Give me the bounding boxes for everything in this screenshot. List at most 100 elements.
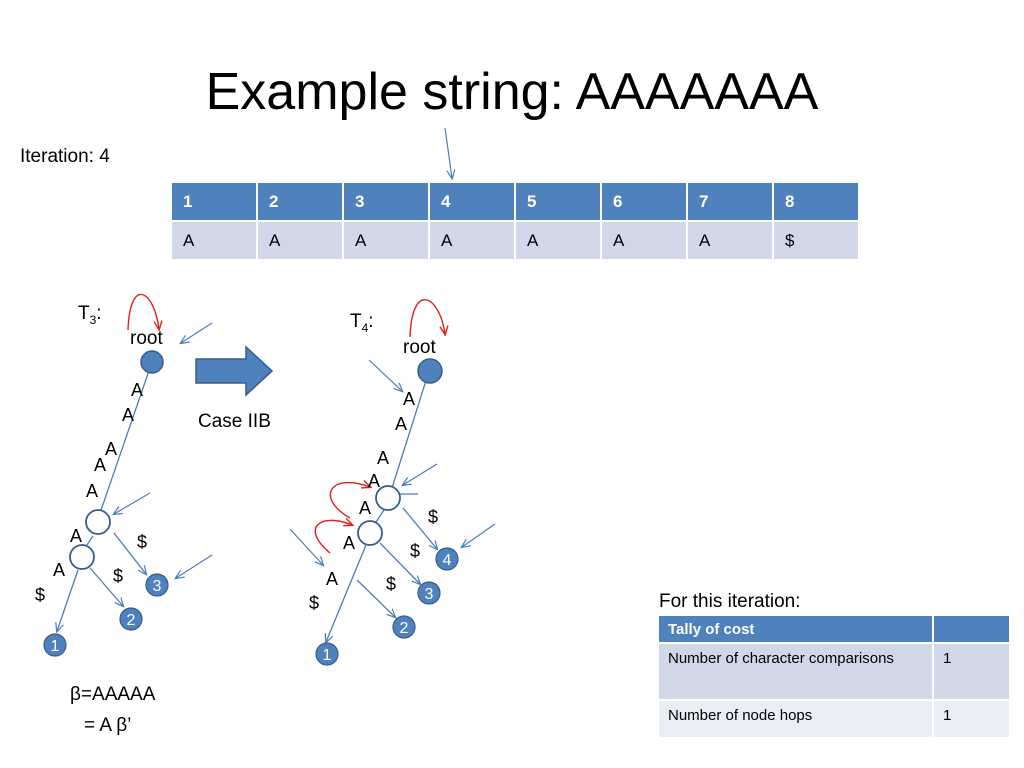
slide-title: Example string: AAAAAAA: [205, 63, 819, 121]
string-table: 1 2 3 4 5 6 7 8 A A A A A A A $: [170, 181, 860, 261]
index-cell: 3: [342, 181, 430, 222]
leaf-node: [392, 615, 416, 639]
edge-label: $: [410, 541, 420, 561]
edge-label: A: [326, 569, 338, 589]
transition-block-arrow: [195, 345, 274, 397]
edge-label: A: [94, 455, 106, 475]
char-cell: A: [428, 220, 516, 261]
node-pointer-arrow: [462, 523, 496, 547]
tree-t4: T4: root A A A A A A A A $ $ $ $: [289, 299, 496, 666]
tree-t3: T3: root A A A A A A A $ $ $ 1 2: [35, 293, 213, 657]
edge-label: A: [70, 526, 82, 546]
tree-edge: [89, 567, 123, 606]
case-label: Case IIB: [198, 411, 271, 432]
internal-node: [357, 520, 383, 546]
cost-header-label: Tally of cost: [657, 614, 934, 644]
root-node: [417, 358, 443, 384]
index-cell: 7: [686, 181, 774, 222]
beta-line-1: β=AAAAA: [70, 684, 156, 705]
internal-node: [69, 544, 95, 570]
edge-label: A: [359, 498, 371, 518]
char-cell: $: [772, 220, 860, 261]
edge-label: A: [86, 481, 98, 501]
cost-header-row: Tally of cost: [657, 614, 1011, 644]
leaf-label: 1: [51, 638, 60, 655]
edge-label: $: [309, 593, 319, 613]
edge-label: A: [105, 439, 117, 459]
index-cell: 6: [600, 181, 688, 222]
edge-label: $: [113, 566, 123, 586]
internal-node: [85, 509, 111, 535]
root-loop-arrow: [127, 293, 159, 330]
tree-edge: [326, 544, 367, 642]
char-row: A A A A A A A $: [170, 220, 860, 261]
hop-arrow: [314, 520, 352, 554]
leaf-label: 2: [127, 612, 136, 629]
string-pointer-arrow: [444, 127, 452, 178]
cost-caption: For this iteration:: [659, 591, 801, 612]
tree-edge: [402, 507, 437, 549]
leaf-node: [417, 581, 441, 605]
edge-label: A: [53, 560, 65, 580]
node-pointer-arrow: [176, 554, 213, 578]
index-cell: 4: [428, 181, 516, 222]
char-cell: A: [514, 220, 602, 261]
index-cell: 8: [772, 181, 860, 222]
leaf-node: [315, 642, 339, 666]
cost-row-label: Number of node hops: [657, 699, 934, 739]
edge-label: A: [343, 533, 355, 553]
cost-header-value: [932, 614, 1011, 644]
cost-row-label: Number of character comparisons: [657, 642, 934, 701]
edge-label: A: [368, 471, 380, 491]
char-cell: A: [170, 220, 258, 261]
root-label: root: [130, 328, 163, 349]
root-label: root: [403, 337, 436, 358]
char-cell: A: [686, 220, 774, 261]
edge-label: $: [137, 532, 147, 552]
internal-node: [375, 485, 401, 511]
index-cell: 5: [514, 181, 602, 222]
beta-line-2: = A β’: [84, 715, 132, 736]
edge-label: A: [395, 414, 407, 434]
edge-label: A: [403, 389, 415, 409]
edge-label: $: [35, 585, 45, 605]
tree-edge: [113, 532, 146, 574]
leaf-label: 3: [153, 578, 162, 595]
cost-table: Tally of cost Number of character compar…: [657, 614, 1011, 739]
leaf-node: [43, 633, 67, 657]
index-row: 1 2 3 4 5 6 7 8: [170, 181, 860, 222]
iteration-label: Iteration: 4: [20, 146, 110, 167]
tree-edge: [391, 370, 430, 489]
tree-edge: [375, 509, 385, 523]
edge-label: A: [377, 448, 389, 468]
char-cell: A: [256, 220, 344, 261]
tree-edge: [57, 569, 79, 631]
edge-label: $: [386, 574, 396, 594]
leaf-label: 2: [400, 620, 409, 637]
root-loop-arrow: [409, 299, 445, 338]
leaf-node: [145, 573, 169, 597]
leaf-label: 4: [443, 552, 452, 569]
index-cell: 2: [256, 181, 344, 222]
node-pointer-arrow: [403, 463, 438, 485]
cost-row-value: 1: [932, 699, 1011, 739]
node-pointer-arrow: [114, 492, 151, 514]
cost-row-value: 1: [932, 642, 1011, 701]
leaf-node: [435, 547, 459, 571]
edge-label: A: [131, 380, 143, 400]
tree-edge: [379, 542, 420, 584]
table-row: Number of node hops 1: [657, 699, 1011, 739]
tree-edge: [356, 579, 395, 617]
node-pointer-arrow: [368, 359, 402, 391]
root-node: [140, 350, 164, 374]
edge-label: $: [428, 507, 438, 527]
table-row: Number of character comparisons 1: [657, 642, 1011, 701]
char-cell: A: [600, 220, 688, 261]
tree-t3-label: T3:: [78, 303, 102, 327]
leaf-label: 1: [323, 647, 332, 664]
hop-arrow: [329, 483, 370, 519]
leaf-label: 3: [425, 586, 434, 603]
tree-t4-label: T4:: [350, 311, 374, 335]
edge-label: A: [122, 405, 134, 425]
